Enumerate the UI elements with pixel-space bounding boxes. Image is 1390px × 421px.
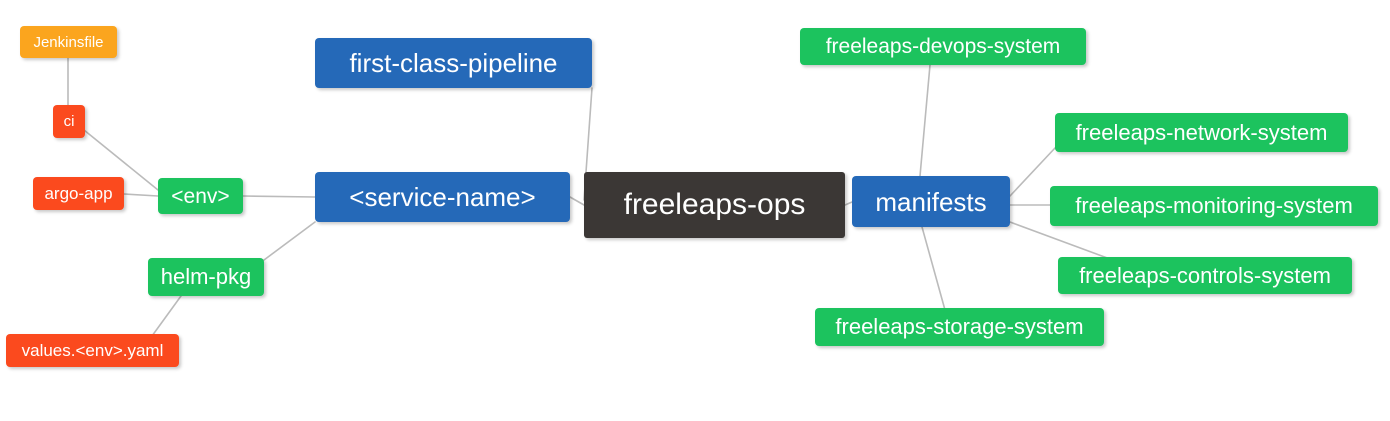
node-ci[interactable]: ci [53,105,85,138]
edge-freeleaps-ops-to-service-name [569,196,585,206]
edge-service-name-to-env [242,195,316,198]
edge-manifests-to-freeleaps-storage-system [921,226,946,311]
node-label: ci [63,113,75,130]
node-values-env-yaml[interactable]: values.<env>.yaml [6,334,179,367]
node-freeleaps-storage-system[interactable]: freeleaps-storage-system [815,308,1104,346]
node-freeleaps-monitoring-system[interactable]: freeleaps-monitoring-system [1050,186,1378,226]
node-freeleaps-controls-system[interactable]: freeleaps-controls-system [1058,257,1352,294]
node-label: <service-name> [349,182,536,212]
node-label: freeleaps-devops-system [825,35,1061,58]
edge-env-to-argo-app [123,193,159,197]
node-env[interactable]: <env> [158,178,243,214]
edge-manifests-to-freeleaps-devops-system [919,64,931,177]
edge-manifests-to-freeleaps-controls-system [1009,221,1111,260]
node-jenkinsfile[interactable]: Jenkinsfile [20,26,117,58]
node-service-name[interactable]: <service-name> [315,172,570,222]
node-label: helm-pkg [160,264,252,289]
node-label: first-class-pipeline [349,48,558,78]
edge-service-name-to-helm-pkg [263,221,316,261]
node-label: freeleaps-ops [623,188,806,221]
node-label: <env> [171,184,230,208]
node-freeleaps-ops[interactable]: freeleaps-ops [584,172,845,238]
node-label: values.<env>.yaml [21,341,164,360]
node-label: freeleaps-storage-system [835,314,1084,339]
edge-helm-pkg-to-values-env-yaml [151,295,182,337]
node-manifests[interactable]: manifests [852,176,1010,227]
node-label: Jenkinsfile [33,33,104,51]
node-label: manifests [875,186,987,217]
node-helm-pkg[interactable]: helm-pkg [148,258,264,296]
node-freeleaps-network-system[interactable]: freeleaps-network-system [1055,113,1348,152]
edge-manifests-to-freeleaps-network-system [1009,147,1056,197]
node-label: freeleaps-monitoring-system [1075,193,1353,218]
node-argo-app[interactable]: argo-app [33,177,124,210]
node-label: freeleaps-controls-system [1079,262,1331,288]
node-label: argo-app [44,184,113,203]
node-freeleaps-devops-system[interactable]: freeleaps-devops-system [800,28,1086,65]
node-label: freeleaps-network-system [1075,119,1328,145]
edge-freeleaps-ops-to-manifests [844,201,853,206]
node-first-class-pipeline[interactable]: first-class-pipeline [315,38,592,88]
